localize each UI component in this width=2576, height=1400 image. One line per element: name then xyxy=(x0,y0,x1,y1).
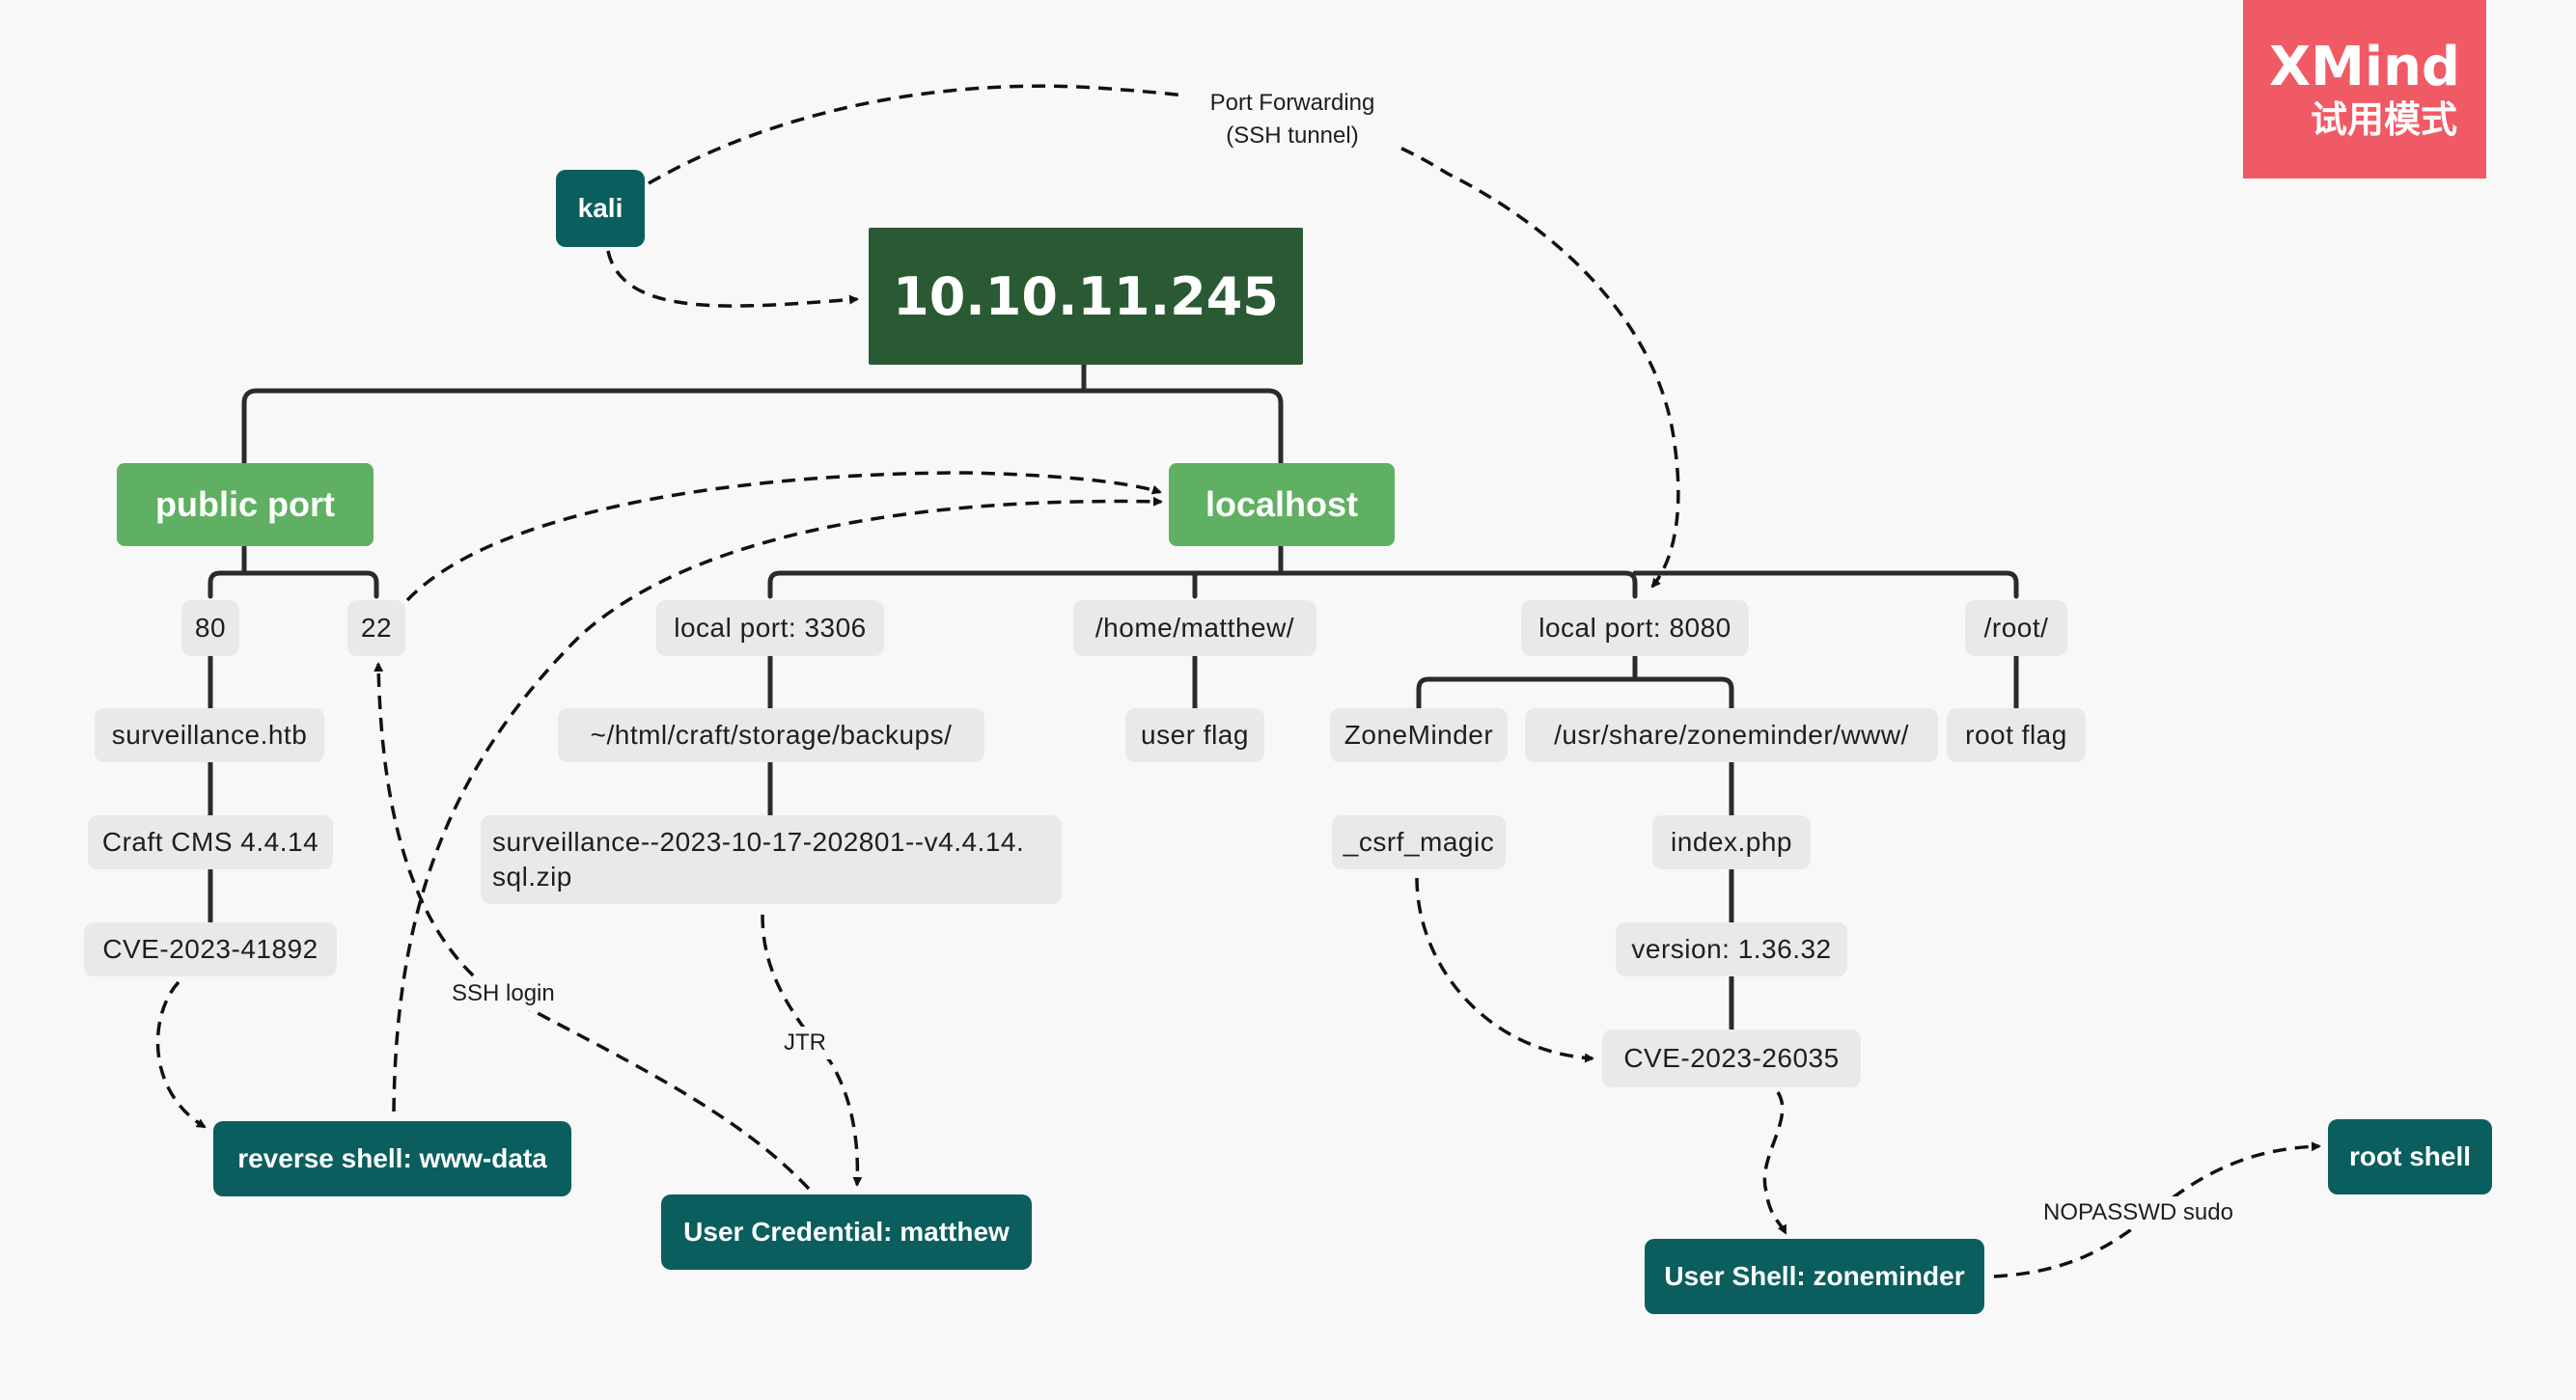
home-matthew-node[interactable]: /home/matthew/ xyxy=(1073,600,1316,656)
xmind-watermark: XMind 试用模式 xyxy=(2243,0,2486,178)
reverse-shell-to-localhost-arrow xyxy=(392,496,1163,1112)
backup-zip-line1: surveillance--2023-10-17-202801--v4.4.14… xyxy=(492,827,1025,857)
local-port-8080-node[interactable]: local port: 8080 xyxy=(1521,600,1749,656)
public-connector xyxy=(208,543,379,599)
backup-zip-node[interactable]: surveillance--2023-10-17-202801--v4.4.14… xyxy=(481,815,1062,904)
backup-zip-line2: sql.zip xyxy=(492,862,572,892)
watermark-brand: XMind xyxy=(2268,35,2461,98)
version-node[interactable]: version: 1.36.32 xyxy=(1616,922,1847,976)
surveillance-htb-node[interactable]: surveillance.htb xyxy=(95,708,324,762)
root-flag-node[interactable]: root flag xyxy=(1947,708,2086,762)
reverse-shell-node[interactable]: reverse shell: www-data xyxy=(213,1121,571,1196)
jtr-label: JTR xyxy=(780,1027,830,1059)
kali-node[interactable]: kali xyxy=(556,170,645,247)
port-forwarding-arrow xyxy=(648,84,1680,589)
port-22-to-localhost-arrow xyxy=(405,471,1162,602)
root-dir-node[interactable]: /root/ xyxy=(1965,600,2067,656)
cve-to-user-shell-arrow xyxy=(1762,1091,1787,1235)
localhost-connector xyxy=(767,543,2019,599)
zoneminder-www-path-node[interactable]: /usr/share/zoneminder/www/ xyxy=(1525,708,1938,762)
csrf-magic-node[interactable]: _csrf_magic xyxy=(1332,815,1506,869)
port-forwarding-label-line2: (SSH tunnel) xyxy=(1226,123,1359,149)
local-port-3306-node[interactable]: local port: 3306 xyxy=(656,600,884,656)
csrf-to-cve-arrow xyxy=(1415,877,1594,1063)
port-22-node[interactable]: 22 xyxy=(347,600,405,656)
port-8080-connector xyxy=(1416,653,1734,711)
craft-cms-node[interactable]: Craft CMS 4.4.14 xyxy=(88,815,333,869)
user-flag-node[interactable]: user flag xyxy=(1125,708,1264,762)
nopasswd-sudo-label: NOPASSWD sudo xyxy=(2039,1196,2237,1229)
localhost-node[interactable]: localhost xyxy=(1169,463,1395,546)
jtr-arrow xyxy=(761,914,863,1187)
user-shell-node[interactable]: User Shell: zoneminder xyxy=(1645,1239,1984,1314)
port-forwarding-label-line1: Port Forwarding xyxy=(1209,90,1375,116)
cve-2023-41892-node[interactable]: CVE-2023-41892 xyxy=(84,922,337,976)
backups-path-node[interactable]: ~/html/craft/storage/backups/ xyxy=(558,708,984,762)
index-php-node[interactable]: index.php xyxy=(1652,815,1811,869)
port-80-node[interactable]: 80 xyxy=(181,600,239,656)
port-forwarding-label: Port Forwarding (SSH tunnel) xyxy=(1185,87,1399,152)
watermark-mode: 试用模式 xyxy=(2310,97,2457,141)
root-topic-ip[interactable]: 10.10.11.245 xyxy=(869,228,1303,365)
cve-2023-26035-node[interactable]: CVE-2023-26035 xyxy=(1602,1029,1861,1087)
root-connector xyxy=(241,362,1284,466)
cve-41892-to-reverse-shell-arrow xyxy=(155,980,207,1129)
kali-to-target-arrow xyxy=(606,250,859,308)
ssh-login-label: SSH login xyxy=(448,977,559,1010)
user-credential-node[interactable]: User Credential: matthew xyxy=(661,1194,1032,1270)
public-port-node[interactable]: public port xyxy=(117,463,374,546)
root-shell-node[interactable]: root shell xyxy=(2328,1119,2492,1194)
zoneminder-node[interactable]: ZoneMinder xyxy=(1330,708,1508,762)
